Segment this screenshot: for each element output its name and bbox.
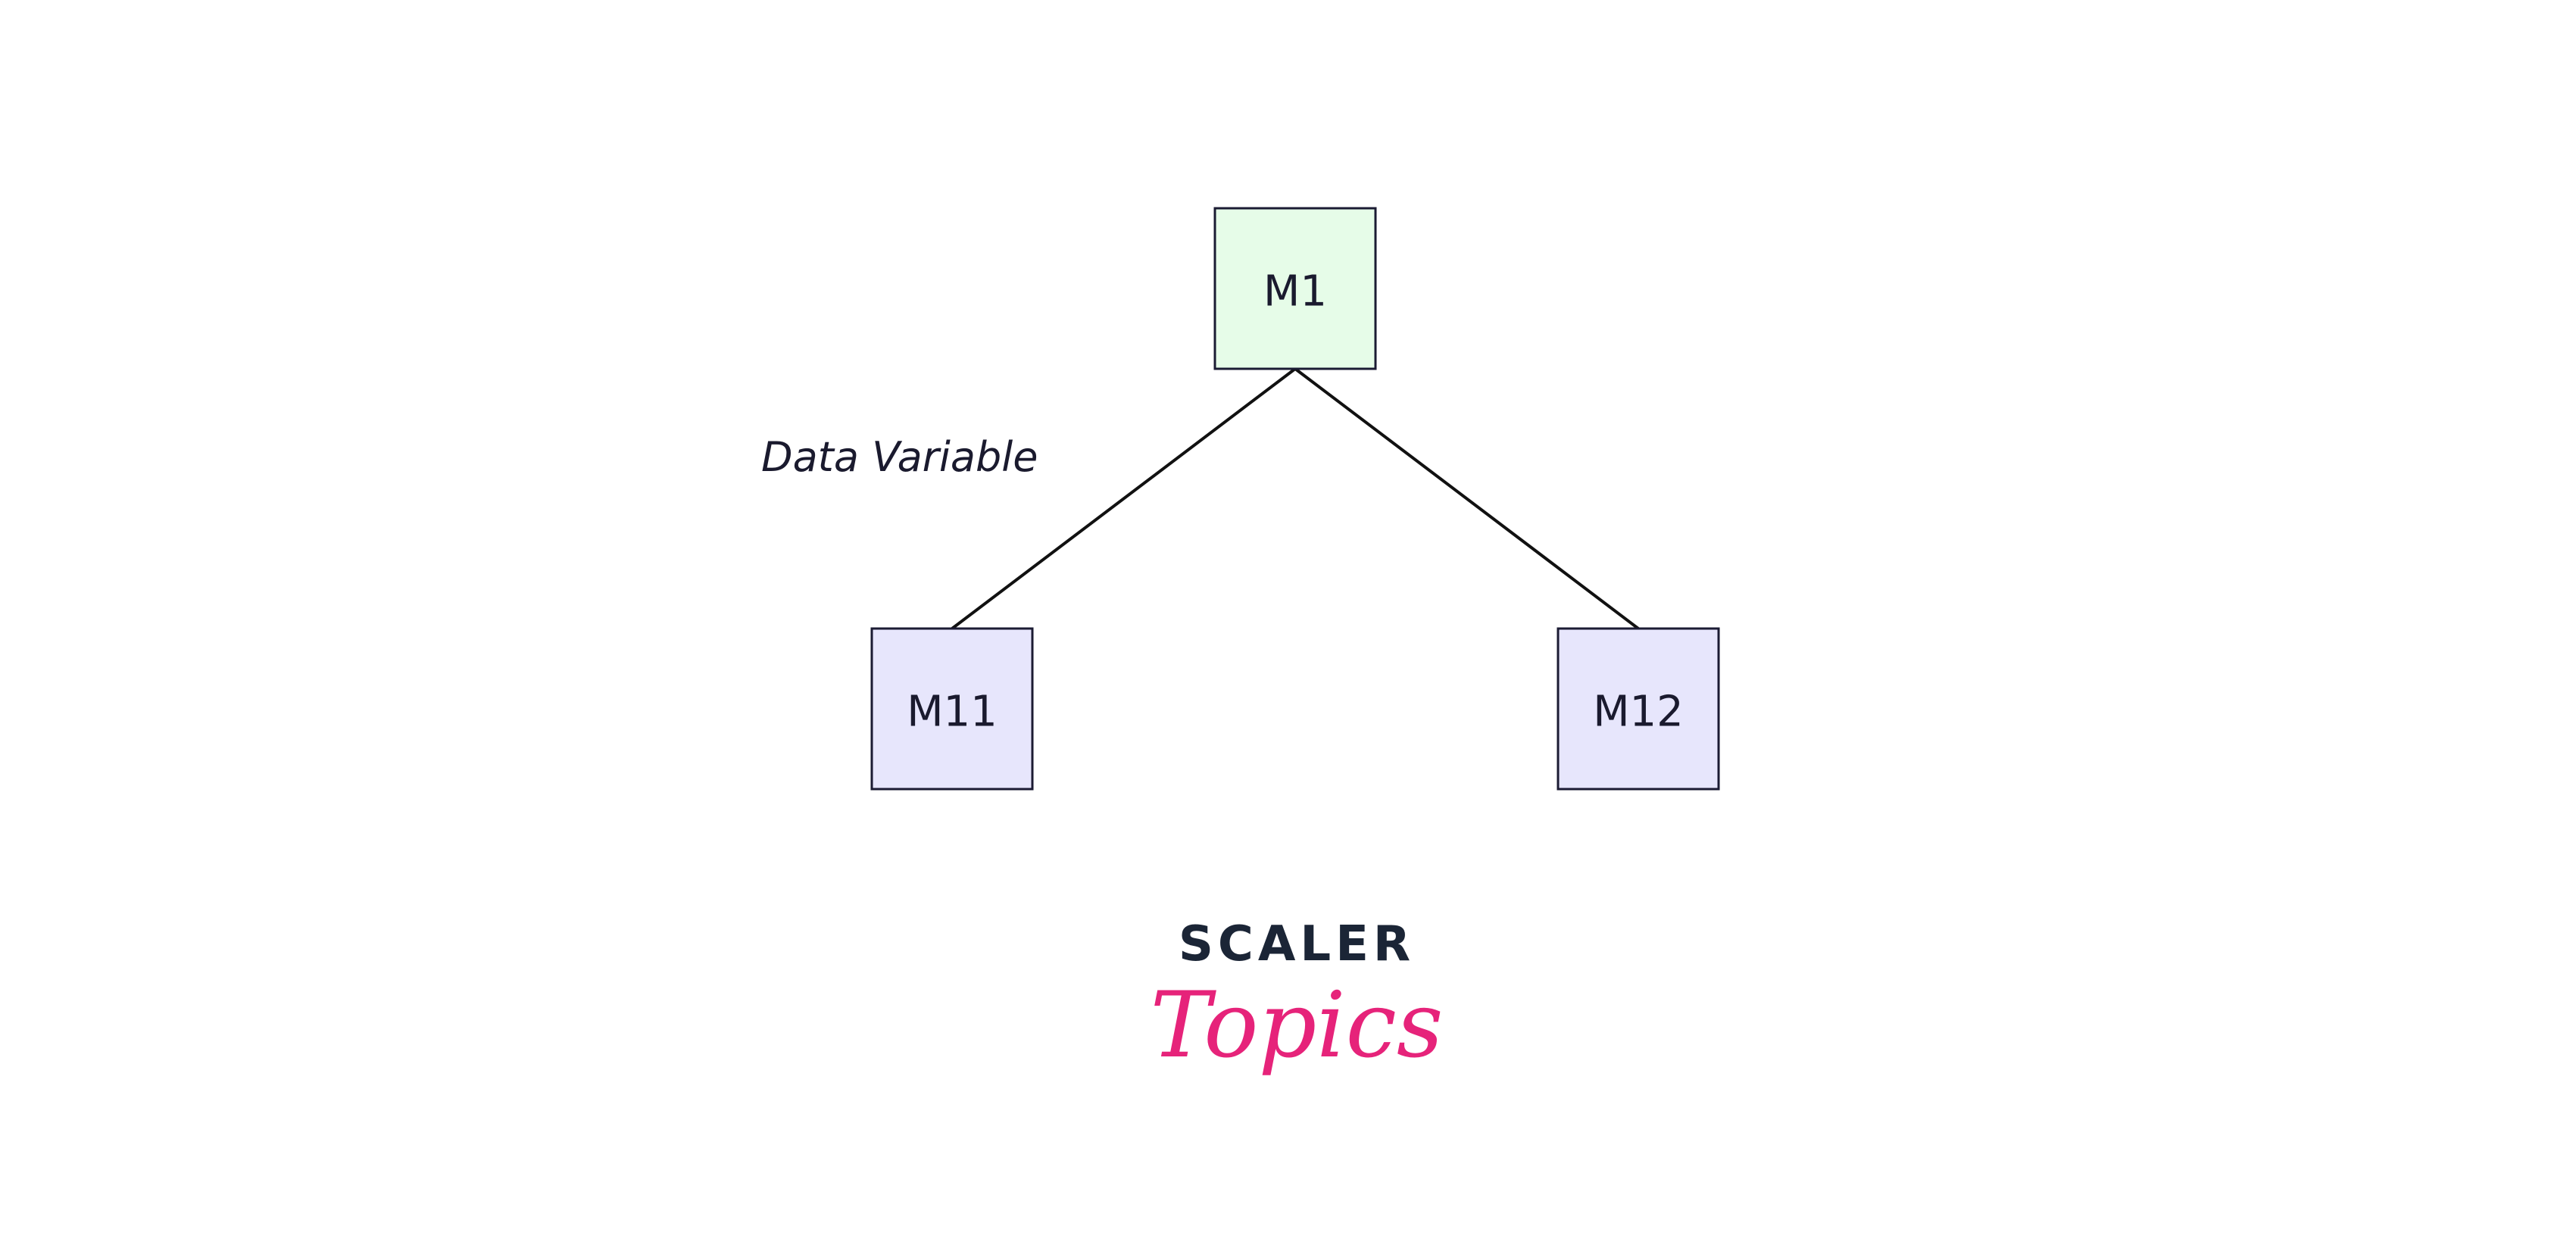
node-m12: M12	[1557, 627, 1720, 791]
node-m12-box	[1557, 627, 1720, 791]
edge-m1-m11	[951, 367, 1297, 630]
node-m11-label: M11	[907, 688, 998, 737]
node-m11-box	[870, 627, 1034, 791]
node-m12-label: M12	[1593, 688, 1684, 737]
edge-m1-m12	[1294, 367, 1640, 630]
node-m11: M11	[870, 627, 1034, 791]
logo-topics-text: Topics	[1151, 973, 1444, 1078]
edge-label-data-variable: Data Variable	[761, 433, 1038, 481]
node-m1-box	[1213, 207, 1377, 370]
scaler-topics-logo: SCALER Topics	[1151, 916, 1444, 1078]
node-m1: M1	[1213, 207, 1377, 370]
node-m1-label: M1	[1263, 267, 1327, 317]
logo-scaler-text: SCALER	[1179, 916, 1415, 972]
